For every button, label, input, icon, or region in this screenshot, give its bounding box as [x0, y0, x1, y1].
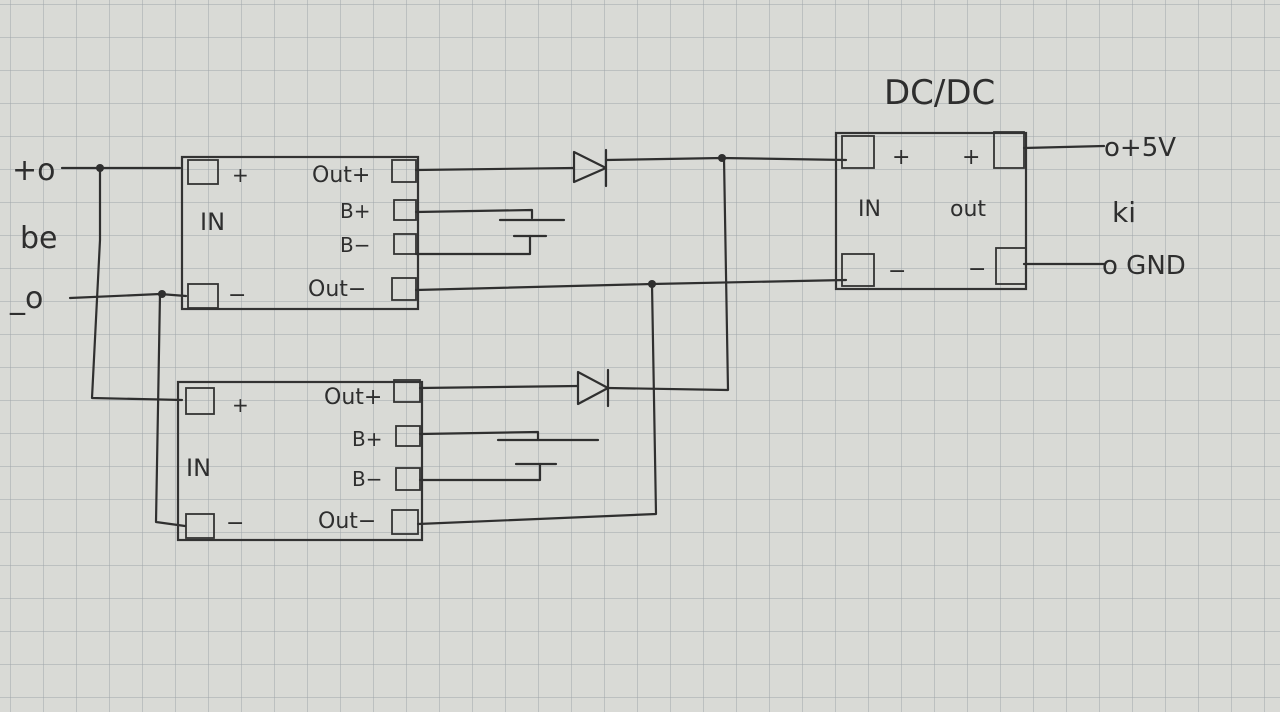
- terminal-screw: [393, 379, 421, 403]
- bottom-b-minus: B−: [352, 467, 382, 491]
- charger-module-top: [180, 155, 420, 311]
- input-wiring: [60, 164, 188, 528]
- input-minus-label: _o: [9, 281, 43, 316]
- top-b-minus: B−: [340, 233, 370, 257]
- battery-symbol: [414, 208, 566, 256]
- terminal-screw: [995, 247, 1027, 285]
- bottom-in-minus: −: [226, 511, 244, 536]
- input-name-label: be: [20, 221, 58, 256]
- junction-dot: [96, 164, 104, 172]
- terminal-screw: [393, 233, 417, 255]
- dcdc-module: [834, 131, 1028, 291]
- terminal-screw: [841, 253, 875, 287]
- dcdc-out-minus: −: [968, 257, 986, 282]
- terminal-screw: [391, 509, 419, 535]
- terminal-screw: [187, 283, 219, 309]
- top-in-plus: +: [232, 163, 249, 187]
- dcdc-out-plus: +: [962, 145, 980, 170]
- junction-dot: [158, 290, 166, 298]
- top-b-plus: B+: [340, 199, 370, 223]
- terminal-screw: [993, 131, 1025, 169]
- bottom-in-plus: +: [232, 393, 249, 417]
- dcdc-in-minus: −: [888, 259, 906, 284]
- dcdc-title: DC/DC: [884, 73, 995, 113]
- output-5v-label: o+5V: [1104, 133, 1176, 163]
- dcdc-out-label: out: [950, 197, 986, 222]
- top-in-label: IN: [200, 208, 225, 236]
- diode-symbol: [576, 370, 610, 406]
- charger-module-bottom: [176, 379, 424, 542]
- terminal-screw: [841, 135, 875, 169]
- terminal-screw: [393, 199, 417, 221]
- combine-wiring: [414, 148, 848, 526]
- bottom-out-plus: Out+: [324, 385, 382, 410]
- bottom-out-minus: Out−: [318, 509, 376, 534]
- bottom-b-plus: B+: [352, 427, 382, 451]
- diode-symbol: [572, 150, 608, 184]
- top-in-minus: −: [228, 283, 246, 308]
- output-gnd-label: o GND: [1102, 251, 1186, 281]
- top-out-minus: Out−: [308, 277, 366, 302]
- top-out-plus: Out+: [312, 163, 370, 188]
- input-plus-label: +o: [12, 153, 56, 188]
- battery-symbol: [418, 430, 600, 482]
- dcdc-in-label: IN: [858, 197, 881, 222]
- output-wiring: [1022, 144, 1106, 266]
- output-name-label: ki: [1112, 196, 1136, 229]
- terminal-screw: [185, 387, 215, 415]
- terminal-screw: [395, 425, 421, 447]
- terminal-screw: [185, 513, 215, 539]
- dcdc-in-plus: +: [892, 145, 910, 170]
- bottom-in-label: IN: [186, 454, 211, 482]
- terminal-screw: [187, 159, 219, 185]
